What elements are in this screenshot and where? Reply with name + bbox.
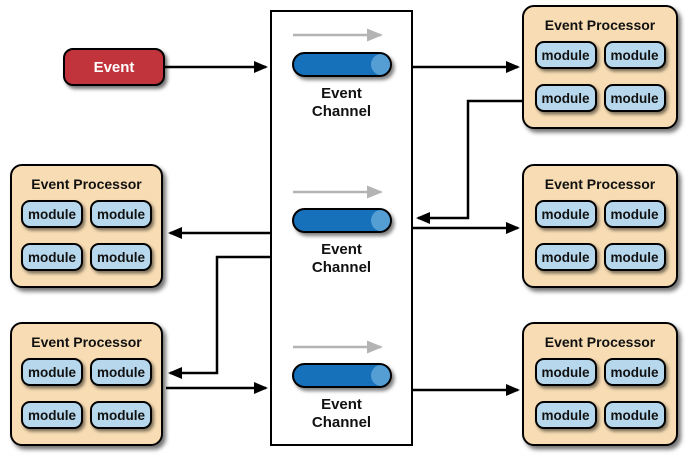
cylinder-cap [370,365,390,386]
module-box: module [21,401,83,429]
event-processor-title: Event Processor [31,176,142,192]
event-label: Event [93,58,135,76]
module-grid: module module module module [534,200,666,271]
event-processor-title: Event Processor [544,176,656,192]
module-box: module [90,200,152,228]
module-box: module [534,41,597,69]
module-box: module [534,401,597,429]
module-box: module [603,41,666,69]
module-box: module [90,401,152,429]
event-channel-label: Event Channel [312,241,371,277]
cylinder-cap [370,210,390,231]
event-channel-label-line2: Channel [311,259,372,276]
module-box: module [603,401,666,429]
module-box: module [534,358,597,386]
module-box: module [534,243,597,271]
module-box: module [603,200,666,228]
module-box: module [603,84,666,112]
event-channel-label-line2: Channel [311,414,372,431]
module-box: module [603,358,666,386]
event-channel-label-line2: Channel [311,103,372,120]
module-box: module [21,358,83,386]
cylinder-cap [370,54,390,75]
event-processor-title: Event Processor [544,334,656,350]
module-box: module [534,200,597,228]
edge-top-right-processor-to-middle-channel [416,99,523,224]
module-box: module [21,200,83,228]
event-channel-label-line1: Event [321,85,362,102]
event-channel-label: Event Channel [312,396,371,432]
module-grid: module module module module [534,358,666,429]
node-event-processor-bottom-right: Event Processor module module module mod… [522,322,678,446]
module-box: module [21,243,83,271]
module-box: module [603,243,666,271]
node-event-processor-top-right: Event Processor module module module mod… [522,5,678,129]
channel-cylinder-icon [291,52,392,77]
event-processor-title: Event Processor [31,334,142,350]
module-grid: module module module module [21,358,152,429]
module-box: module [534,84,597,112]
module-box: module [90,358,152,386]
event-processor-title: Event Processor [544,17,656,33]
module-box: module [90,243,152,271]
module-grid: module module module module [21,200,152,271]
node-event-channel-bottom: Event Channel [270,363,413,432]
node-event-channel-middle: Event Channel [270,208,413,277]
node-event-channel-top: Event Channel [270,52,413,121]
node-event-processor-middle-left: Event Processor module module module mod… [10,164,163,288]
channel-cylinder-icon [291,363,392,388]
node-event-processor-middle-right: Event Processor module module module mod… [522,164,678,288]
channel-cylinder-icon [291,208,392,233]
edge-middle-channel-to-bottom-left-processor [168,255,270,379]
node-event: Event [63,48,165,86]
event-channel-label-line1: Event [321,396,362,413]
event-channel-label-line1: Event [321,241,362,258]
module-grid: module module module module [534,41,666,112]
event-channel-label: Event Channel [312,85,371,121]
node-event-processor-bottom-left: Event Processor module module module mod… [10,322,163,446]
